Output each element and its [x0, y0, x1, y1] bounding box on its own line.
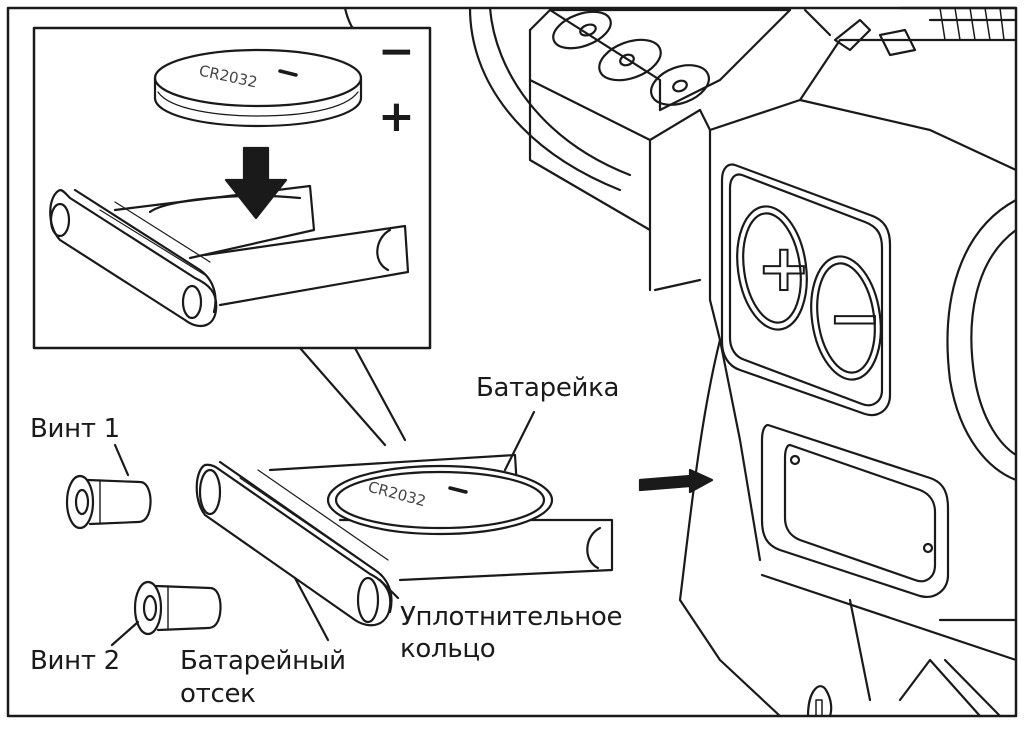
leader-screw-2: [110, 620, 140, 647]
device-body: [343, 6, 1018, 718]
battery-tray: [195, 453, 614, 627]
screw-1: [65, 474, 152, 530]
leader-battery: [503, 410, 536, 472]
label-battery: Батарейка: [476, 373, 620, 403]
label-battery-compartment-line2: отсек: [180, 679, 256, 709]
label-battery-compartment-line1: Батарейный: [180, 646, 346, 676]
insert-arrow-icon: [638, 468, 714, 494]
plus-polarity-icon: +: [378, 91, 415, 142]
label-screw-2: Винт 2: [30, 646, 120, 676]
minus-polarity-icon: −: [378, 26, 415, 77]
outer-frame: [6, 6, 1018, 718]
insert-down-arrow-icon: [224, 146, 288, 220]
leader-screw-1: [113, 443, 130, 477]
leader-seal-ring: [378, 578, 400, 600]
leader-battery-compartment: [293, 576, 330, 642]
label-seal-ring-line2: кольцо: [400, 634, 496, 664]
label-screw-1: Винт 1: [30, 414, 120, 444]
screw-2: [133, 580, 222, 636]
label-seal-ring-line1: Уплотнительное: [400, 602, 623, 632]
inset-box: [32, 26, 432, 447]
